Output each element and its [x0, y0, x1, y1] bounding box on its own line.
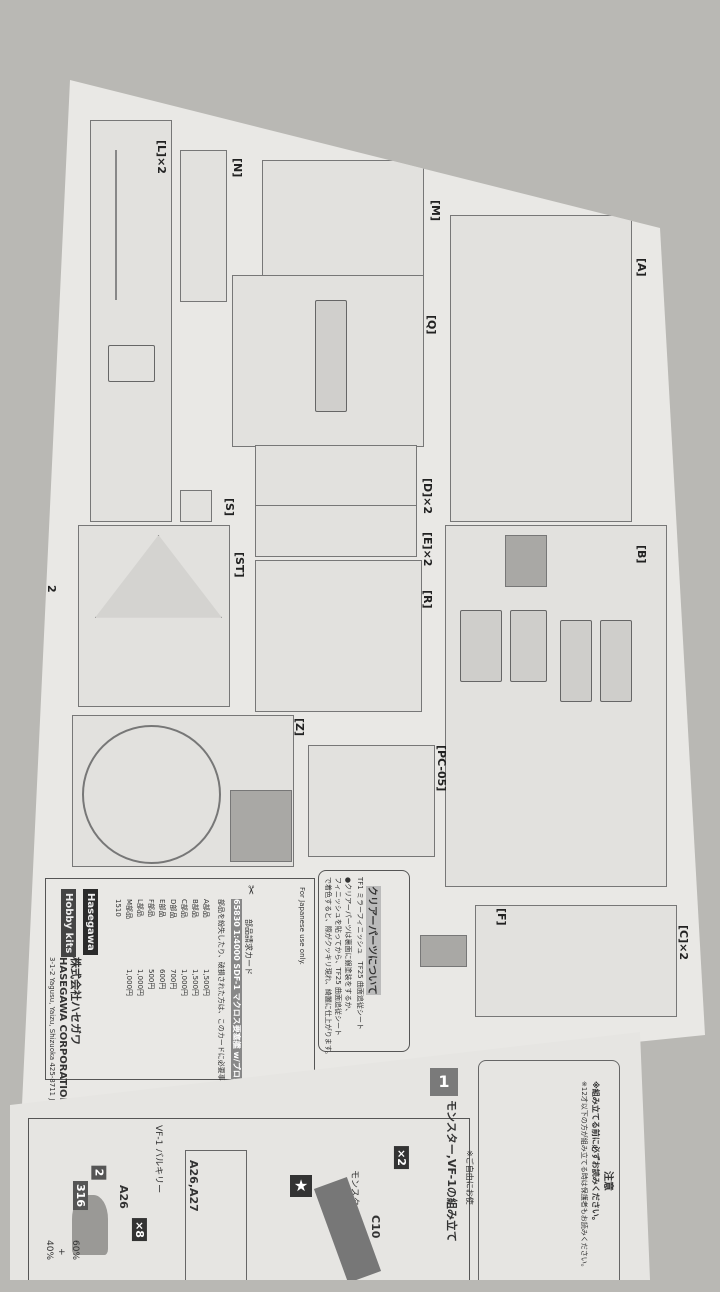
hobby-kits-logo: Hobby kits — [61, 889, 76, 958]
step-note: ※ご自由にお使 — [465, 1150, 474, 1205]
label-sprue-st: [ST] — [233, 552, 246, 578]
step-title: モンスター,VF-1の組み立て — [445, 1100, 458, 1242]
sprue-r — [255, 560, 422, 712]
part-price: 1,000円 — [136, 969, 144, 997]
sprue-f-c — [475, 905, 677, 1017]
part-a26: A26 — [117, 1185, 130, 1209]
vf1-label: VF-1 バルキリー — [153, 1125, 163, 1194]
clear-parts-text: TF1 ミラーフィニッシュ TF25 曲面追従シート — [356, 877, 364, 1030]
sprue-l — [90, 120, 172, 522]
quantity-x2: ×2 — [393, 1146, 409, 1169]
sprue-e — [255, 505, 417, 557]
sprue-rod — [115, 150, 117, 300]
part-frame — [108, 345, 155, 382]
label-sprue-c: [C]×2 — [677, 925, 690, 960]
step-1-frame — [28, 1118, 470, 1280]
label-sprue-s: [S] — [223, 498, 236, 516]
caution-title: 注意 — [602, 1171, 613, 1191]
order-card-title: 部品請求カード — [244, 919, 253, 975]
product-code: 1510 — [114, 899, 122, 917]
label-sprue-d: [D]×2 — [421, 478, 434, 515]
color-code-316: 316 — [72, 1181, 88, 1210]
part-a26-a27: A26,A27 — [187, 1160, 200, 1212]
sprue-m — [262, 160, 424, 282]
mix-60: 60% — [70, 1240, 80, 1261]
part-ship — [460, 610, 502, 682]
part-hull — [315, 300, 347, 412]
label-sprue-m: [M] — [429, 200, 442, 222]
part-price: 1,000円 — [180, 969, 188, 997]
clear-parts-text: ●クリアーパーツは裏面に銀塗装をするか、 — [344, 877, 352, 1016]
label-sprue-b: [B] — [635, 545, 648, 564]
company-name-jp: 株式会社ハセガワ — [69, 957, 82, 1045]
label-sprue-r: [R] — [421, 590, 434, 609]
part-name: B部品 — [191, 899, 199, 918]
caution-line-2: ※12才以下の方が組み立てる時は保護者もお読みください。 — [580, 1081, 588, 1271]
label-sprue-e: [E]×2 — [421, 532, 434, 567]
label-sprue-a: [A] — [635, 258, 648, 277]
label-sprue-f: [F] — [495, 908, 508, 926]
sprue-d — [255, 445, 417, 507]
part-name: E部品 — [158, 899, 166, 918]
quantity-x8: ×8 — [131, 1218, 147, 1241]
company-address: 3-1-2 Yagusu, Yaizu, Shizuoka 425-8711 J… — [48, 957, 56, 1118]
sprue-b — [445, 525, 667, 887]
part-price: 1,500円 — [191, 969, 199, 997]
part-c10: C10 — [369, 1215, 382, 1239]
clear-part-swatch — [420, 935, 467, 967]
clear-parts-text: フィニッシュを貼ってから、TF25 曲面追従シート — [334, 877, 342, 1036]
star-icon: ★ — [290, 1175, 312, 1197]
parts-order-card: For Japanese use only. ✂ 部品請求カード 65830 1… — [45, 878, 315, 1105]
part-price: 700円 — [169, 969, 177, 990]
part-name: C部品 — [180, 899, 188, 918]
part-name: M部品 — [125, 899, 133, 920]
part-name: F部品 — [147, 899, 155, 918]
label-sprue-n: [N] — [231, 158, 244, 178]
sprue-z-shade — [230, 790, 292, 862]
mix-plus: + — [56, 1248, 66, 1256]
caution-line-1: ※組み立てる前に必ずお読みください。 — [591, 1081, 600, 1225]
scissors-icon: ✂ — [244, 885, 258, 896]
sprue-b-shade — [505, 535, 547, 587]
part-name: L部品 — [136, 899, 144, 917]
page-number: 2 — [45, 585, 58, 593]
part-ship — [510, 610, 547, 682]
part-price: 1,500円 — [202, 969, 210, 997]
step-number: 1 — [430, 1068, 458, 1096]
sprue-n — [180, 150, 227, 302]
sprue-pc05 — [308, 745, 435, 857]
sprue-s — [180, 490, 212, 522]
part-name: A部品 — [202, 899, 210, 918]
part-ship — [600, 620, 632, 702]
round-base-drawing — [82, 725, 221, 864]
label-sprue-l: [L]×2 — [155, 140, 168, 174]
part-ship — [560, 620, 592, 702]
clear-parts-title: クリアーパーツについて — [366, 886, 381, 995]
sprue-a — [450, 215, 632, 522]
part-price: 600円 — [158, 969, 166, 990]
label-sprue-q: [Q] — [425, 315, 438, 335]
clear-parts-box: クリアーパーツについて TF1 ミラーフィニッシュ TF25 曲面追従シート ●… — [318, 870, 410, 1058]
hasegawa-logo: Hasegawa — [83, 889, 98, 955]
mix-40: 40% — [44, 1240, 54, 1261]
company-name-en: HASEGAWA CORPORATION — [57, 957, 68, 1106]
part-name: D部品 — [169, 899, 177, 919]
color-code-2: 2 — [91, 1165, 107, 1180]
part-price: 500円 — [147, 969, 155, 990]
caution-box: 注意 ※組み立てる前に必ずお読みください。 ※12才以下の方が組み立てる時は保護… — [478, 1060, 620, 1280]
japanese-only-note: For Japanese use only. — [298, 887, 306, 965]
a26-a27-detail — [185, 1150, 247, 1280]
part-price: 1,000円 — [125, 969, 133, 997]
label-sprue-pc05: [PC-05] — [435, 745, 448, 792]
clear-parts-text: で着色すると、際がクッキリ現れ、綺麗に仕上がります。 — [324, 877, 332, 1059]
label-sprue-z: [Z] — [293, 718, 306, 737]
